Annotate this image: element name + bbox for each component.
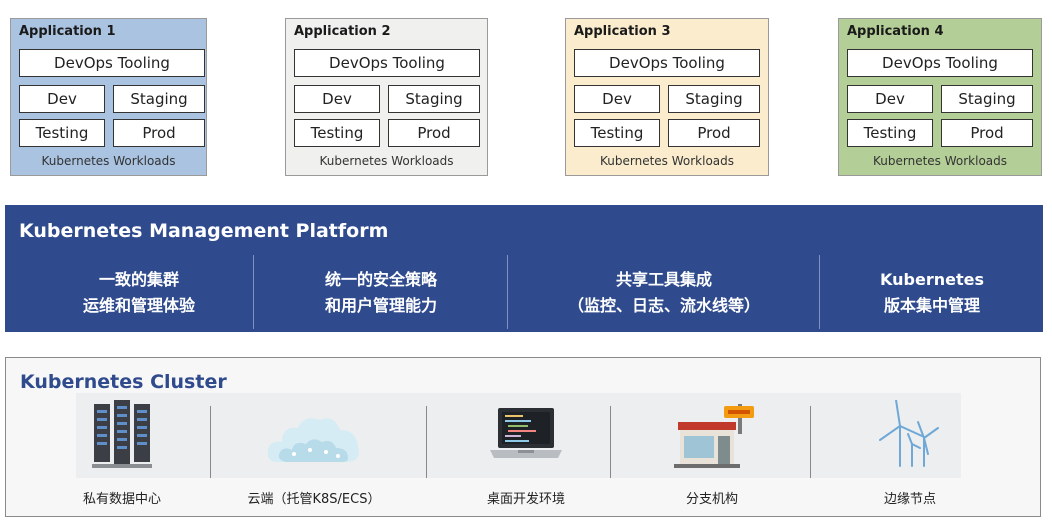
application-card-1: Application 1 DevOps Tooling Dev Staging… xyxy=(10,18,207,176)
platform-feature-tools: 共享工具集成 （监控、日志、流水线等） xyxy=(509,257,819,329)
feature-line: 版本集中管理 xyxy=(883,296,980,315)
workloads-label: Kubernetes Workloads xyxy=(872,154,1008,168)
dev-box: Dev xyxy=(294,85,380,113)
dev-box: Dev xyxy=(574,85,660,113)
wind-turbine-icon xyxy=(879,400,939,467)
feature-line: 运维和管理体验 xyxy=(82,296,195,315)
cluster-divider xyxy=(610,406,611,478)
testing-box: Testing xyxy=(19,119,105,147)
cluster-item-label: 云端（托管K8S/ECS） xyxy=(247,492,381,507)
application-card-2: Application 2 DevOps Tooling Dev Staging… xyxy=(285,18,488,176)
devops-tooling-box: DevOps Tooling xyxy=(574,49,760,77)
platform-feature-versioning: Kubernetes 版本集中管理 xyxy=(821,257,1043,329)
platform-divider xyxy=(819,255,820,329)
dev-box: Dev xyxy=(847,85,933,113)
cluster-item-desktop: 桌面开发环境 xyxy=(446,400,606,510)
workloads-label: Kubernetes Workloads xyxy=(599,154,735,168)
application-card-4: Application 4 DevOps Tooling Dev Staging… xyxy=(838,18,1042,176)
cluster-item-edge: 边缘节点 xyxy=(830,400,990,510)
cluster-title: Kubernetes Cluster xyxy=(20,371,227,393)
application-title: Application 1 xyxy=(19,24,116,39)
platform-divider xyxy=(253,255,254,329)
application-card-3: Application 3 DevOps Tooling Dev Staging… xyxy=(565,18,769,176)
devops-tooling-box: DevOps Tooling xyxy=(19,49,205,77)
cluster-divider xyxy=(426,406,427,478)
cluster-item-branch: 分支机构 xyxy=(632,400,792,510)
server-rack-icon xyxy=(92,400,152,468)
cluster-item-datacenter: 私有数据中心 xyxy=(42,400,202,510)
application-title: Application 2 xyxy=(294,24,391,39)
prod-box: Prod xyxy=(113,119,205,147)
feature-line: （监控、日志、流水线等） xyxy=(567,296,760,315)
cluster-divider xyxy=(210,406,211,478)
prod-box: Prod xyxy=(668,119,760,147)
staging-box: Staging xyxy=(388,85,480,113)
cluster-item-label: 私有数据中心 xyxy=(82,492,161,507)
platform-feature-ops: 一致的集群 运维和管理体验 xyxy=(25,257,253,329)
kubernetes-cluster-panel: Kubernetes Cluster 私有数据中心 云端（托管K8S/ECS） xyxy=(5,357,1041,517)
prod-box: Prod xyxy=(941,119,1033,147)
feature-line: 统一的安全策略 xyxy=(324,270,437,289)
cloud-icon xyxy=(267,418,359,462)
devops-tooling-box: DevOps Tooling xyxy=(294,49,480,77)
testing-box: Testing xyxy=(574,119,660,147)
laptop-icon xyxy=(490,408,562,458)
staging-box: Staging xyxy=(668,85,760,113)
cluster-divider xyxy=(810,406,811,478)
dev-box: Dev xyxy=(19,85,105,113)
storefront-icon xyxy=(674,404,754,468)
workloads-label: Kubernetes Workloads xyxy=(319,154,454,168)
management-platform-panel: Kubernetes Management Platform 一致的集群 运维和… xyxy=(5,205,1043,332)
cluster-item-cloud: 云端（托管K8S/ECS） xyxy=(234,400,394,510)
cluster-item-label: 边缘节点 xyxy=(883,492,936,507)
testing-box: Testing xyxy=(847,119,933,147)
feature-line: 共享工具集成 xyxy=(615,270,712,289)
application-title: Application 3 xyxy=(574,24,671,39)
application-title: Application 4 xyxy=(847,24,944,39)
cluster-item-label: 桌面开发环境 xyxy=(486,492,565,507)
platform-feature-security: 统一的安全策略 和用户管理能力 xyxy=(255,257,507,329)
staging-box: Staging xyxy=(941,85,1033,113)
testing-box: Testing xyxy=(294,119,380,147)
workloads-label: Kubernetes Workloads xyxy=(41,154,176,168)
feature-line: 和用户管理能力 xyxy=(324,296,437,315)
prod-box: Prod xyxy=(388,119,480,147)
cluster-item-label: 分支机构 xyxy=(685,492,738,507)
platform-divider xyxy=(507,255,508,329)
devops-tooling-box: DevOps Tooling xyxy=(847,49,1033,77)
feature-line: Kubernetes xyxy=(880,270,984,289)
staging-box: Staging xyxy=(113,85,205,113)
platform-title: Kubernetes Management Platform xyxy=(19,220,389,242)
feature-line: 一致的集群 xyxy=(98,270,179,289)
